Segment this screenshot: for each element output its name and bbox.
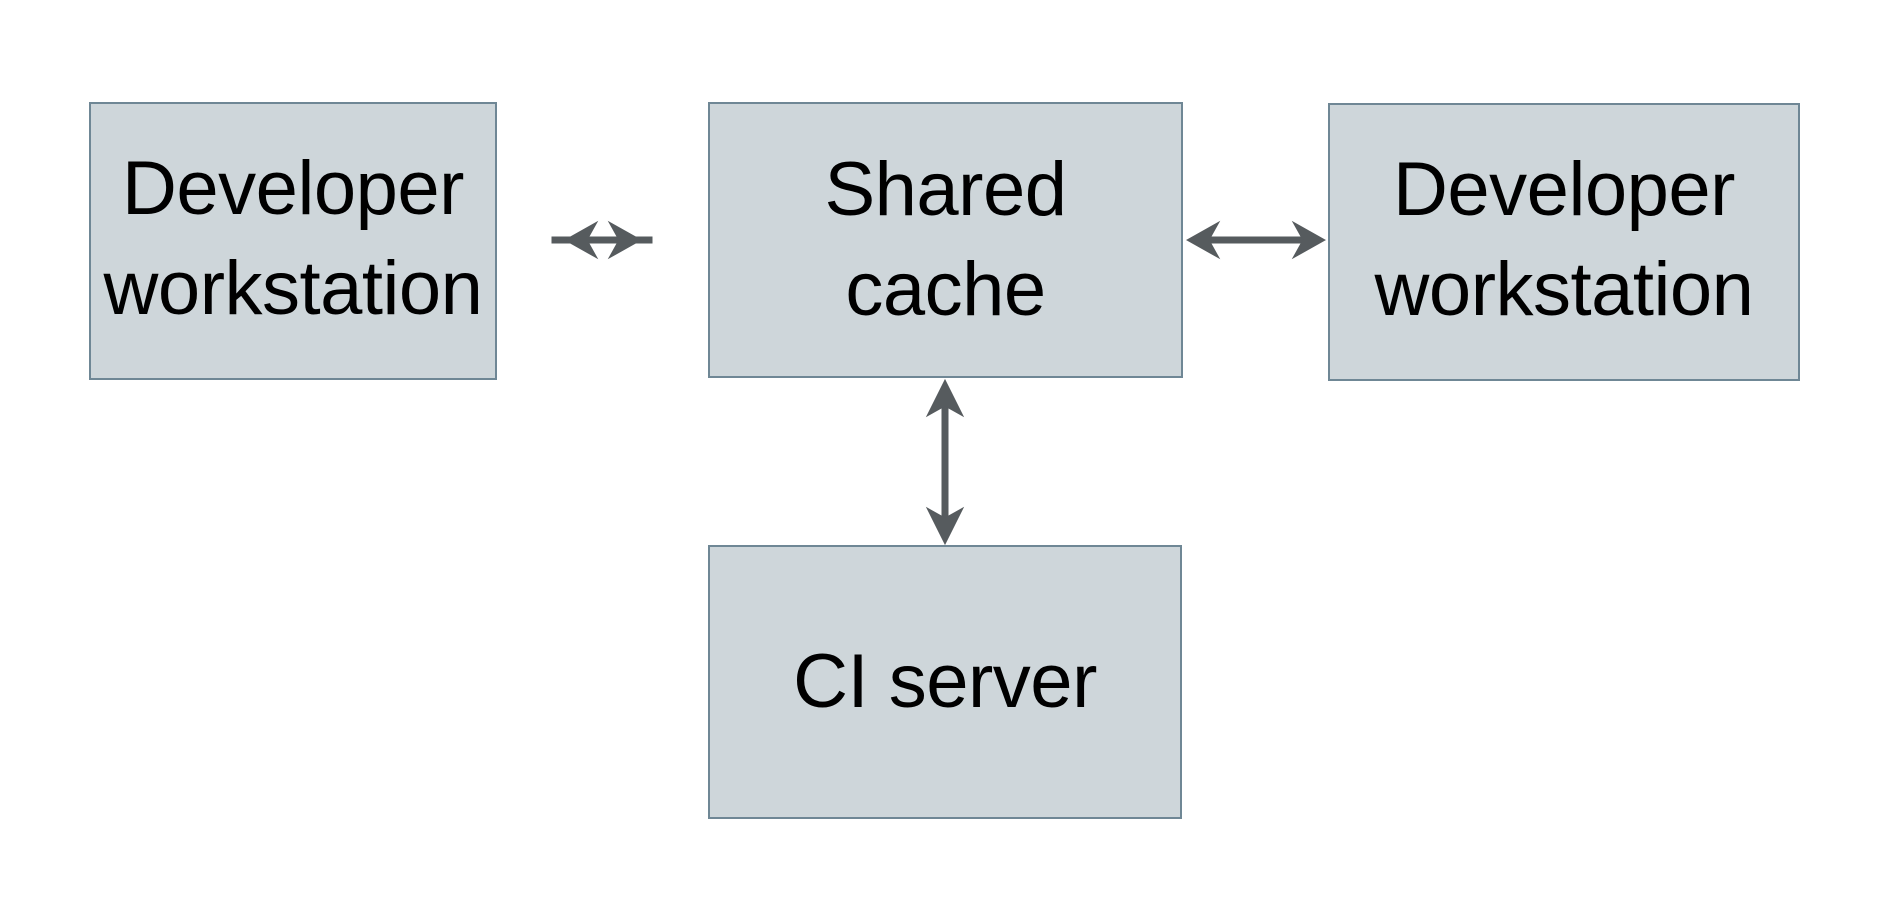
node-ci-server[interactable]: CI server (708, 545, 1182, 819)
double-arrow-icon (925, 378, 965, 546)
edge-shared-cache-to-ci-server[interactable] (915, 378, 975, 546)
edge-shared-cache-to-dev-right[interactable] (1183, 210, 1329, 270)
double-arrow-icon (1185, 220, 1327, 260)
edge-dev-left-to-shared-cache[interactable] (497, 210, 709, 270)
double-arrow-icon (551, 220, 653, 260)
node-label: Shared cache (824, 147, 1067, 332)
node-developer-workstation-right[interactable]: Developer workstation (1328, 103, 1800, 381)
node-shared-cache[interactable]: Shared cache (708, 102, 1183, 378)
node-developer-workstation-left[interactable]: Developer workstation (89, 102, 497, 380)
node-label: Developer workstation (1374, 147, 1754, 332)
node-label: Developer workstation (103, 146, 483, 331)
node-label: CI server (793, 639, 1097, 724)
